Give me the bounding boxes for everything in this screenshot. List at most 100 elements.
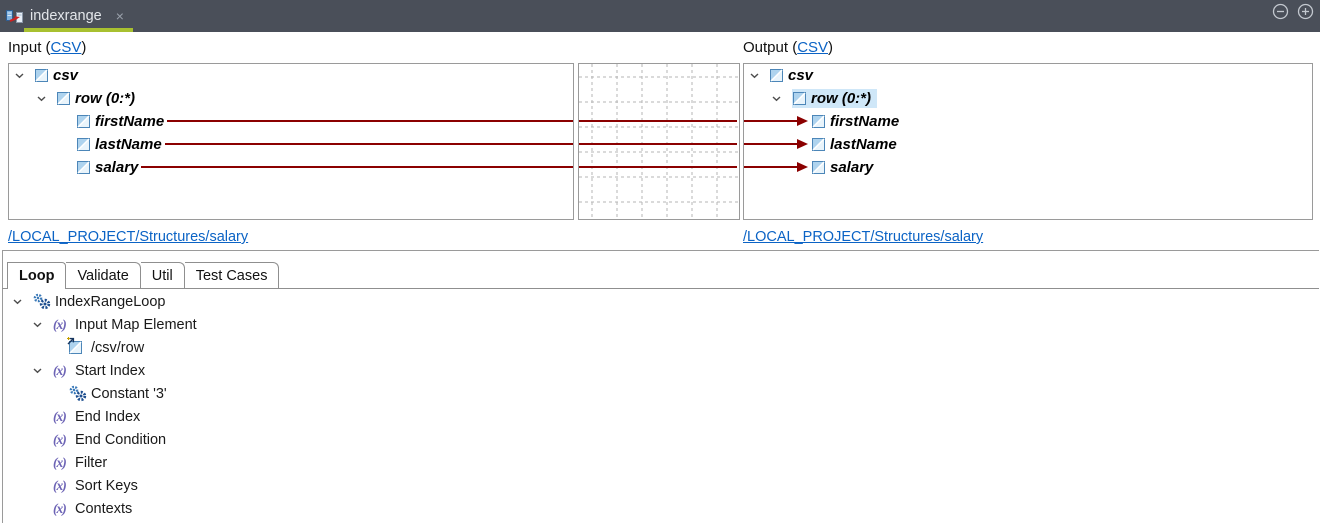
input-panel-header: Input (CSV) <box>8 39 87 56</box>
node-icon <box>812 138 830 151</box>
node-icon <box>57 92 75 105</box>
output-node-firstname[interactable]: firstName <box>744 110 1312 133</box>
tab-validate[interactable]: Validate <box>66 262 141 289</box>
active-tab-underline <box>24 28 133 32</box>
node-label: Sort Keys <box>75 477 138 494</box>
chevron-down-icon[interactable] <box>37 95 57 102</box>
input-structure-link[interactable]: /LOCAL_PROJECT/Structures/salary <box>8 229 249 245</box>
output-node-salary[interactable]: salary <box>744 156 1312 179</box>
properties-section <box>2 250 1319 523</box>
chevron-down-icon[interactable] <box>750 72 770 79</box>
loop-node-filter[interactable]: (x) Filter <box>3 451 1320 474</box>
output-structure-link[interactable]: /LOCAL_PROJECT/Structures/salary <box>743 229 984 245</box>
node-label: lastName <box>95 136 162 153</box>
node-icon <box>812 161 830 174</box>
output-node-lastname[interactable]: lastName <box>744 133 1312 156</box>
node-icon <box>793 92 811 105</box>
tab-loop[interactable]: Loop <box>7 262 67 289</box>
input-node-salary[interactable]: salary <box>9 156 573 179</box>
node-label: firstName <box>830 113 900 130</box>
editor-tab-title: indexrange <box>30 8 102 24</box>
chevron-down-icon[interactable] <box>33 367 53 374</box>
node-icon <box>77 115 95 128</box>
tab-baseline <box>2 288 1319 289</box>
node-label: salary <box>95 159 139 176</box>
selected-row-highlight: row (0:*) <box>792 89 877 108</box>
node-icon <box>77 138 95 151</box>
node-label: Input Map Element <box>75 316 197 333</box>
chevron-down-icon[interactable] <box>15 72 35 79</box>
mapping-arrowhead-icon <box>797 116 808 126</box>
node-label: Filter <box>75 454 108 471</box>
tab-test-cases[interactable]: Test Cases <box>184 262 280 289</box>
loop-node-indexrangeloop[interactable]: IndexRangeLoop <box>3 290 1320 313</box>
editor-tab-bar: indexrange × <box>0 0 1320 32</box>
mapping-line-lastname[interactable] <box>165 143 573 145</box>
input-header-label: Input ( <box>8 39 51 56</box>
chevron-down-icon[interactable] <box>13 298 33 305</box>
loop-node-csv-row[interactable]: /csv/row <box>3 336 1320 359</box>
input-node-row[interactable]: row (0:*) <box>9 87 573 110</box>
node-label: row (0:*) <box>75 90 135 107</box>
loop-node-sort-keys[interactable]: (x) Sort Keys <box>3 474 1320 497</box>
input-node-csv[interactable]: csv <box>9 64 573 87</box>
close-tab-icon[interactable]: × <box>115 8 124 24</box>
mapping-line-salary[interactable] <box>744 166 797 168</box>
output-panel-header: Output (CSV) <box>743 39 834 56</box>
loop-node-end-index[interactable]: (x) End Index <box>3 405 1320 428</box>
input-node-lastname[interactable]: lastName <box>9 133 573 156</box>
output-node-row-selected[interactable]: row (0:*) <box>744 87 1312 110</box>
mapping-line-salary[interactable] <box>579 166 737 168</box>
properties-tab-bar: Loop Validate Util Test Cases <box>7 262 280 289</box>
loop-node-input-map-element[interactable]: (x) Input Map Element <box>3 313 1320 336</box>
editor-tab-indexrange[interactable]: indexrange × <box>6 0 133 32</box>
loop-node-start-index[interactable]: (x) Start Index <box>3 359 1320 382</box>
mapping-canvas[interactable] <box>578 63 740 220</box>
node-label: salary <box>830 159 874 176</box>
node-icon <box>35 69 53 82</box>
chevron-down-icon[interactable] <box>33 321 53 328</box>
maximize-view-icon[interactable] <box>1297 3 1314 20</box>
loop-node-contexts[interactable]: (x) Contexts <box>3 497 1320 520</box>
tab-util[interactable]: Util <box>140 262 185 289</box>
gears-icon <box>33 293 53 310</box>
output-header-label: Output ( <box>743 39 798 56</box>
function-icon: (x) <box>53 408 67 424</box>
input-tree-panel: csv row (0:*) firstName lastName salary <box>8 63 574 220</box>
node-label: Start Index <box>75 362 146 379</box>
mapping-line-lastname[interactable] <box>744 143 797 145</box>
node-label: csv <box>788 67 814 84</box>
node-label: /csv/row <box>91 339 145 356</box>
loop-node-constant-3[interactable]: Constant '3' <box>3 382 1320 405</box>
node-label: row (0:*) <box>811 90 871 107</box>
function-icon: (x) <box>53 500 67 516</box>
mapping-line-firstname[interactable] <box>579 120 737 122</box>
minimize-view-icon[interactable] <box>1272 3 1289 20</box>
loop-node-end-condition[interactable]: (x) End Condition <box>3 428 1320 451</box>
canvas-grid <box>579 64 739 219</box>
function-icon: (x) <box>53 477 67 493</box>
mapping-arrowhead-icon <box>797 162 808 172</box>
node-label: Constant '3' <box>91 385 167 402</box>
node-label: End Condition <box>75 431 167 448</box>
output-format-link[interactable]: CSV <box>797 39 829 56</box>
mapping-document-icon <box>6 9 23 24</box>
mapping-line-lastname[interactable] <box>579 143 737 145</box>
node-label: End Index <box>75 408 141 425</box>
chevron-down-icon[interactable] <box>772 95 792 102</box>
node-label: IndexRangeLoop <box>55 293 166 310</box>
mapping-line-firstname[interactable] <box>744 120 797 122</box>
node-label: lastName <box>830 136 897 153</box>
mapping-arrowhead-icon <box>797 139 808 149</box>
node-icon <box>812 115 830 128</box>
mapping-line-firstname[interactable] <box>167 120 573 122</box>
input-node-firstname[interactable]: firstName <box>9 110 573 133</box>
mapping-line-salary[interactable] <box>141 166 573 168</box>
node-label: firstName <box>95 113 165 130</box>
output-node-csv[interactable]: csv <box>744 64 1312 87</box>
function-icon: (x) <box>53 316 67 332</box>
node-label: Contexts <box>75 500 133 517</box>
input-format-link[interactable]: CSV <box>50 39 82 56</box>
mapped-node-icon <box>67 337 89 354</box>
